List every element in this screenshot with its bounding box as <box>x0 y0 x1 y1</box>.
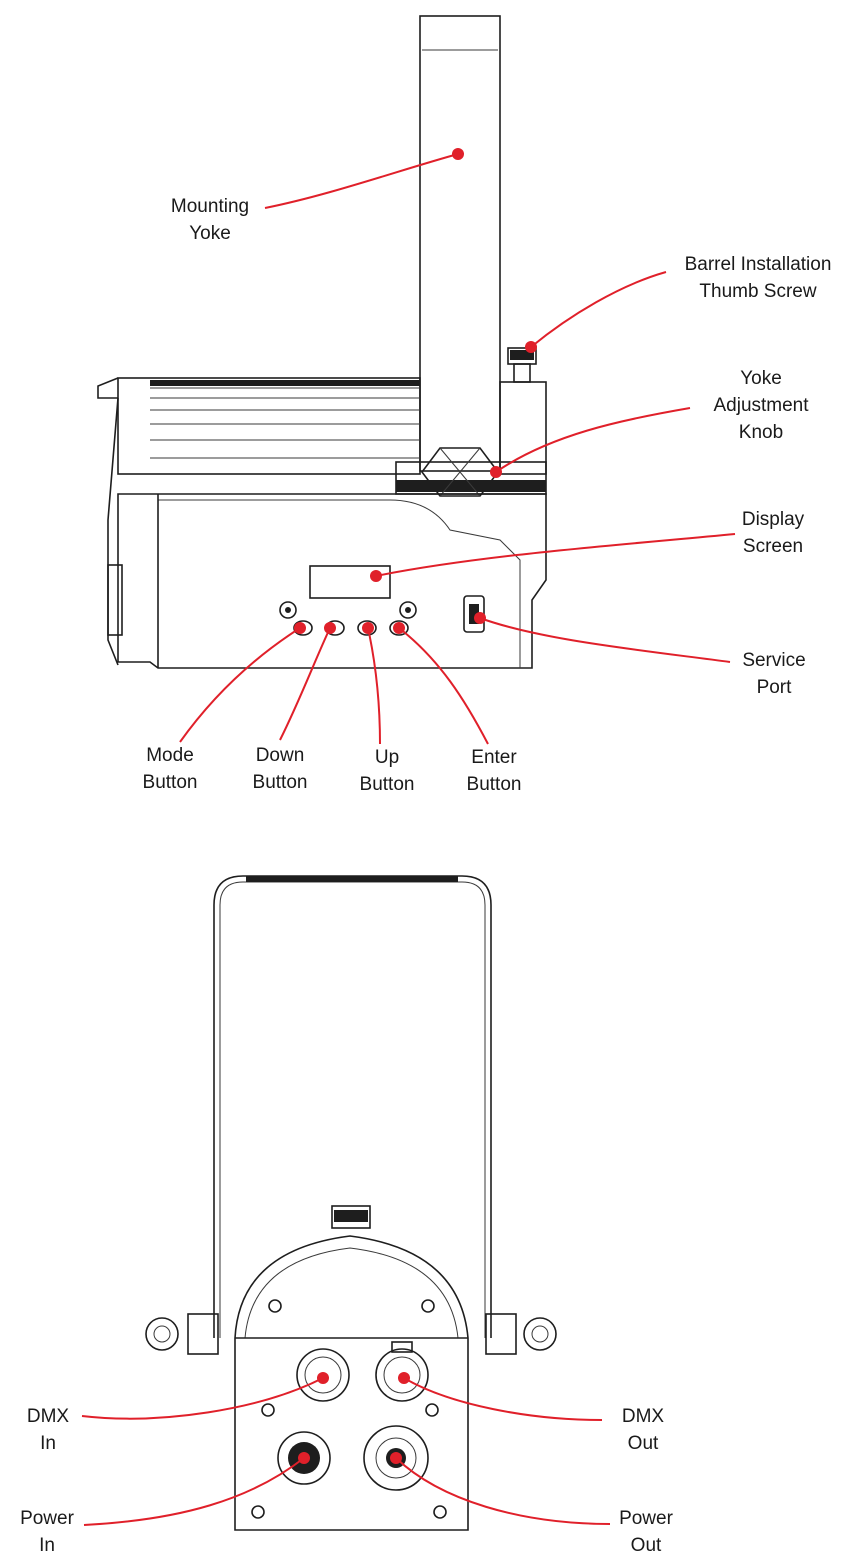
leader-barrel-screw <box>530 271 667 348</box>
power-in-connector <box>277 1431 331 1485</box>
label-line: Power <box>20 1508 74 1529</box>
label-line: Button <box>359 774 415 795</box>
dot-enter-button <box>393 622 405 634</box>
label-line: Down <box>255 745 305 766</box>
label-up-button: Up Button <box>360 744 415 798</box>
dot-power-in <box>298 1452 310 1464</box>
rear-yoke-bail <box>213 875 492 1338</box>
leader-dmx-out <box>403 1377 603 1421</box>
leader-service-port <box>479 617 731 663</box>
up-button-shape <box>357 620 377 636</box>
dot-dmx-in <box>317 1372 329 1384</box>
label-line: Thumb Screw <box>699 281 817 302</box>
label-line: Screen <box>742 536 804 557</box>
label-enter-button: Enter Button <box>467 744 522 798</box>
label-display-screen: Display Screen <box>742 506 804 560</box>
left-side-knob <box>145 1313 219 1355</box>
label-line: Button <box>466 774 522 795</box>
leader-power-in <box>83 1457 305 1526</box>
dot-yoke-knob <box>490 466 502 478</box>
label-line: Knob <box>738 422 784 443</box>
label-service-port: Service Port <box>742 647 805 701</box>
label-line: Display <box>741 509 805 530</box>
leader-display-screen <box>375 533 736 577</box>
rear-view-leader-dots <box>298 1372 410 1464</box>
leader-dmx-in <box>81 1377 324 1420</box>
leader-mounting-yoke <box>264 153 459 209</box>
leader-up-button <box>367 627 381 745</box>
dot-dmx-out <box>398 1372 410 1384</box>
dmx-in-connector <box>296 1348 350 1402</box>
rear-view-leaders <box>81 1377 611 1526</box>
label-line: DMX <box>621 1406 665 1427</box>
label-mode-button: Mode Button <box>143 742 198 796</box>
fixture-lower-body <box>117 493 547 669</box>
label-line: Enter <box>471 747 517 768</box>
leader-down-button <box>279 627 331 741</box>
label-power-in: Power In <box>20 1505 74 1559</box>
label-line: Mode <box>146 745 194 766</box>
label-barrel-screw: Barrel Installation Thumb Screw <box>685 251 832 305</box>
label-line: In <box>40 1433 56 1454</box>
side-view-leader-dots <box>294 148 537 634</box>
label-line: Adjustment <box>713 395 809 416</box>
label-line: In <box>39 1535 55 1556</box>
label-line: Out <box>630 1535 662 1556</box>
label-line: Button <box>142 772 198 793</box>
mounting-yoke-arm <box>419 15 501 472</box>
power-out-connector <box>363 1425 429 1491</box>
dot-up-button <box>362 622 374 634</box>
dot-down-button <box>324 622 336 634</box>
dot-service-port <box>474 612 486 624</box>
leader-enter-button <box>398 627 489 745</box>
label-line: Out <box>627 1433 659 1454</box>
label-down-button: Down Button <box>253 742 308 796</box>
rear-thumb-screw <box>331 1205 371 1229</box>
enter-button-shape <box>389 620 409 636</box>
dmx-out-connector <box>375 1348 429 1402</box>
leader-power-out <box>395 1457 611 1525</box>
leader-mode-button <box>179 627 301 743</box>
label-mounting-yoke: Mounting Yoke <box>171 193 249 247</box>
right-side-knob <box>485 1313 557 1355</box>
side-view-leaders <box>179 153 736 745</box>
dot-power-out <box>390 1452 402 1464</box>
label-dmx-in: DMX In <box>27 1403 69 1457</box>
label-line: Power <box>619 1508 673 1529</box>
rear-housing <box>234 1235 469 1531</box>
label-line: Port <box>756 677 792 698</box>
dot-barrel-screw <box>525 341 537 353</box>
label-line: Yoke <box>189 223 231 244</box>
label-line: Barrel Installation <box>684 254 832 275</box>
display-screen <box>309 565 391 599</box>
label-line: Yoke <box>740 368 782 389</box>
dot-mode-button <box>294 622 306 634</box>
leader-yoke-knob <box>495 407 691 473</box>
label-line: Mounting <box>170 196 250 217</box>
rear-view-fixture <box>145 875 557 1531</box>
dot-mounting-yoke <box>452 148 464 160</box>
label-line: Up <box>374 747 400 768</box>
side-view-fixture <box>97 15 547 669</box>
label-power-out: Power Out <box>619 1505 673 1559</box>
barrel-housing <box>117 377 421 475</box>
label-yoke-knob: Yoke Adjustment Knob <box>713 365 808 446</box>
label-line: DMX <box>26 1406 70 1427</box>
label-line: Service <box>742 650 806 671</box>
dot-display-screen <box>370 570 382 582</box>
label-dmx-out: DMX Out <box>622 1403 664 1457</box>
label-line: Button <box>252 772 308 793</box>
